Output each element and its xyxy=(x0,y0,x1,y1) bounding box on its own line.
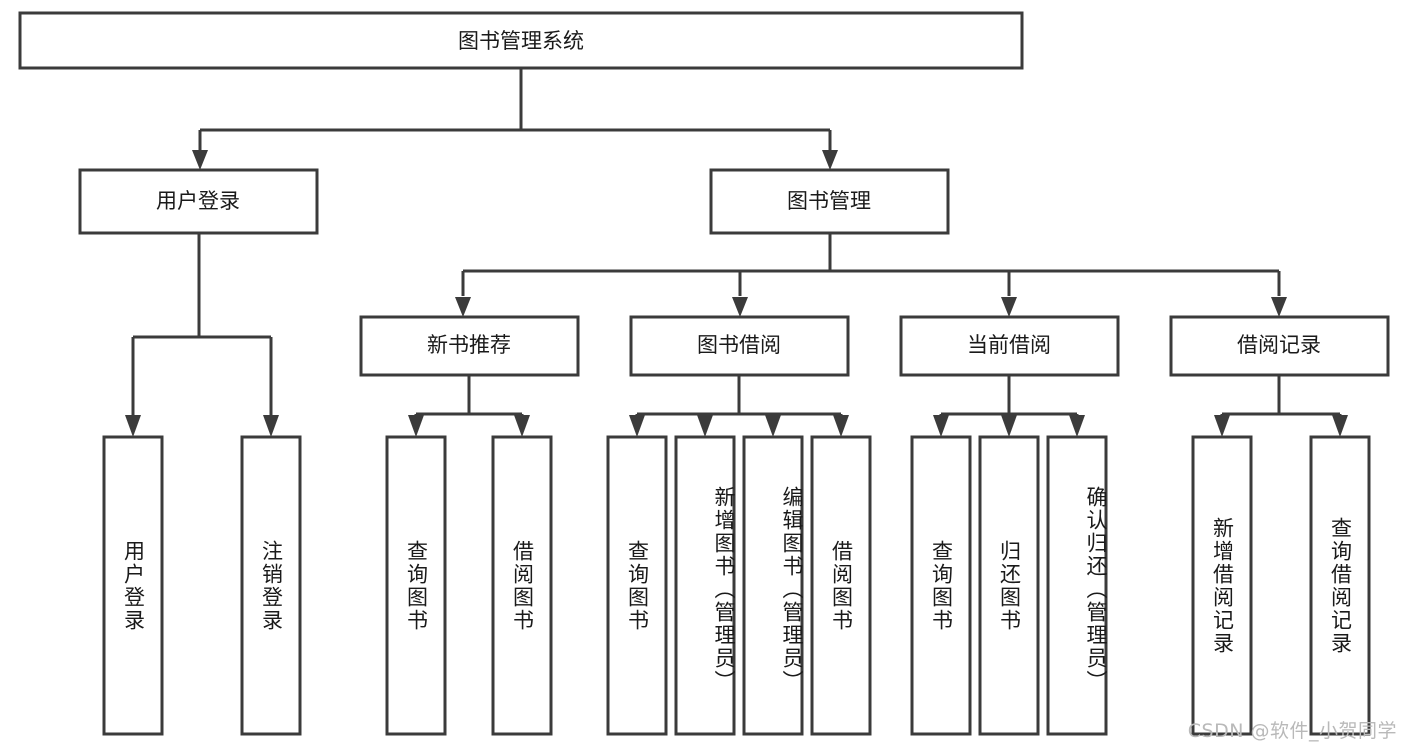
current-borrow-box[interactable] xyxy=(899,315,1120,377)
leaf-box-borrow-record-0[interactable] xyxy=(1191,435,1253,736)
borrow-record-box[interactable] xyxy=(1169,315,1390,377)
leaf-boxes-new-book-recommend xyxy=(385,435,553,736)
arrowhead-to-borrow-record xyxy=(1271,297,1287,317)
arrowhead-leaf-current-borrow-0 xyxy=(933,415,949,437)
connectors-book-manage-to-level3 xyxy=(455,233,1287,317)
arrowhead-leaf-current-borrow-1 xyxy=(1001,415,1017,437)
leaf-box-user-login-0[interactable] xyxy=(102,435,164,736)
node-book-borrow[interactable]: 图书借阅 xyxy=(629,315,850,377)
book-manage-box[interactable] xyxy=(709,168,950,235)
leaf-box-current-borrow-0[interactable] xyxy=(910,435,972,736)
node-user-login[interactable]: 用户登录 xyxy=(78,168,319,235)
arrowhead-leaf-borrow-record-1 xyxy=(1332,415,1348,437)
connector-book-borrow-branch xyxy=(635,375,843,420)
leaf-box-book-borrow-0[interactable] xyxy=(606,435,668,736)
leaf-box-current-borrow-2[interactable] xyxy=(1046,435,1108,736)
leaf-boxes-user-login xyxy=(102,435,302,736)
arrowhead-to-user-login xyxy=(192,150,208,170)
connector-book-manage-branch xyxy=(461,233,1281,296)
node-root-system[interactable]: 图书管理系统 xyxy=(18,11,1024,70)
root-label: 图书管理系统 xyxy=(458,29,584,53)
leaf-box-new-book-1[interactable] xyxy=(491,435,553,736)
arrowhead-to-new-book xyxy=(455,297,471,317)
arrowhead-to-book-borrow xyxy=(732,297,748,317)
connector-current-borrow-branch xyxy=(939,375,1079,420)
arrowhead-leaf-book-borrow-2 xyxy=(765,415,781,437)
book-borrow-box[interactable] xyxy=(629,315,850,377)
connectors-borrow-record-to-leaves xyxy=(1214,375,1348,437)
connectors-user-login-to-leaves xyxy=(125,233,279,437)
csdn-watermark: CSDN @软件_小贺同学 xyxy=(1187,720,1397,742)
arrowhead-leaf-book-borrow-3 xyxy=(833,415,849,437)
node-borrow-record[interactable]: 借阅记录 xyxy=(1169,315,1390,377)
arrowhead-to-current-borrow xyxy=(1001,297,1017,317)
node-book-manage[interactable]: 图书管理 xyxy=(709,168,950,235)
node-new-book-recommend[interactable]: 新书推荐 xyxy=(359,315,580,377)
leaf-box-book-borrow-2[interactable] xyxy=(742,435,804,736)
leaf-box-book-borrow-3[interactable] xyxy=(810,435,872,736)
connectors-root-to-level2 xyxy=(192,68,838,170)
leaf-box-new-book-0[interactable] xyxy=(385,435,447,736)
arrowhead-leaf-new-book-0 xyxy=(408,415,424,437)
user-login-box[interactable] xyxy=(78,168,319,235)
leaf-boxes-current-borrow xyxy=(910,435,1108,736)
leaf-boxes-borrow-record xyxy=(1191,435,1371,736)
arrowhead-leaf-borrow-record-0 xyxy=(1214,415,1230,437)
node-current-borrow[interactable]: 当前借阅 xyxy=(899,315,1120,377)
connector-root-branch xyxy=(198,68,832,158)
leaf-box-user-login-1[interactable] xyxy=(240,435,302,736)
arrowhead-to-book-manage xyxy=(822,150,838,170)
arrowhead-leaf-book-borrow-1 xyxy=(697,415,713,437)
leaf-boxes-book-borrow xyxy=(606,435,872,736)
leaf-box-book-borrow-1[interactable] xyxy=(674,435,736,736)
book-borrow-label: 图书借阅 xyxy=(697,333,781,357)
arrowhead-leaf-user-login-0 xyxy=(125,415,141,437)
new-book-recommend-label: 新书推荐 xyxy=(427,333,511,357)
connectors-new-book-to-leaves xyxy=(408,375,530,437)
connectors-current-borrow-to-leaves xyxy=(933,375,1085,437)
root-box[interactable] xyxy=(18,11,1024,70)
current-borrow-label: 当前借阅 xyxy=(967,333,1051,357)
connector-new-book-branch xyxy=(414,375,524,420)
connector-borrow-record-branch xyxy=(1220,375,1342,420)
borrow-record-label: 借阅记录 xyxy=(1237,333,1321,357)
arrowhead-leaf-new-book-1 xyxy=(514,415,530,437)
leaf-box-borrow-record-1[interactable] xyxy=(1309,435,1371,736)
book-manage-label: 图书管理 xyxy=(787,189,871,213)
user-login-label: 用户登录 xyxy=(156,189,240,213)
arrowhead-leaf-current-borrow-2 xyxy=(1069,415,1085,437)
arrowhead-leaf-book-borrow-0 xyxy=(629,415,645,437)
arrowhead-leaf-user-login-1 xyxy=(263,415,279,437)
leaf-box-current-borrow-1[interactable] xyxy=(978,435,1040,736)
connector-user-login-branch xyxy=(131,233,273,416)
connectors-book-borrow-to-leaves xyxy=(629,375,849,437)
new-book-recommend-box[interactable] xyxy=(359,315,580,377)
